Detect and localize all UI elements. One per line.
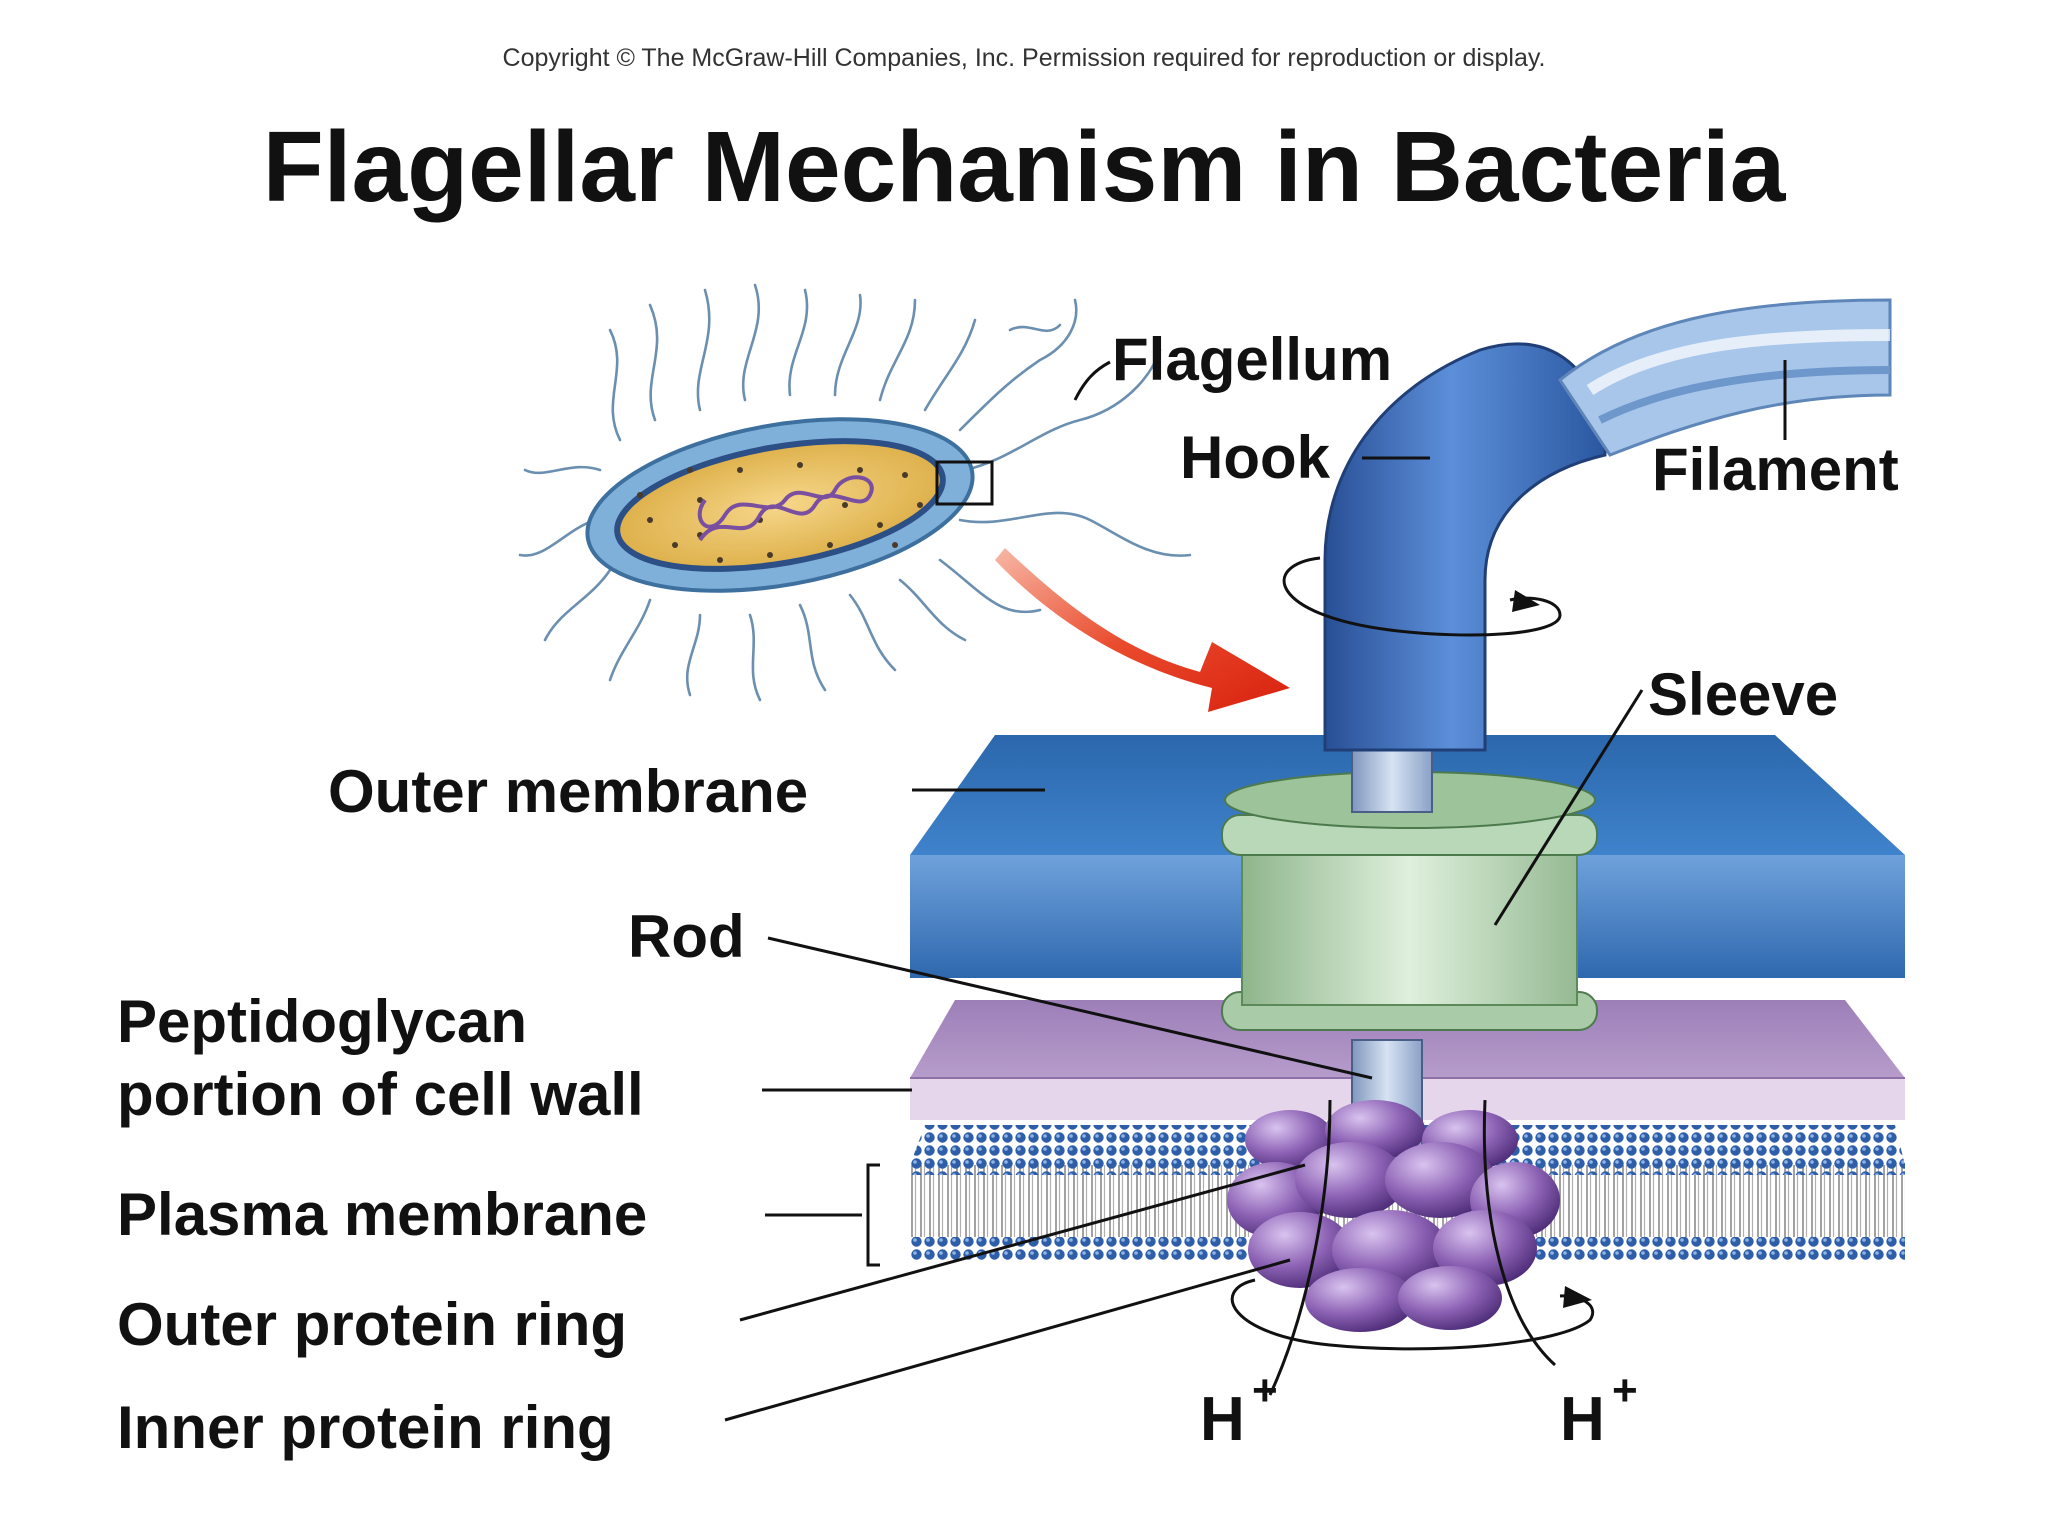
proton-path-right — [1482, 1099, 1557, 1367]
filament-highlight — [1586, 329, 1891, 396]
label-inner-protein-ring: Inner protein ring — [117, 1394, 614, 1461]
label-proton-right-charge: + — [1612, 1366, 1638, 1415]
motor-protein-complex — [1227, 1100, 1560, 1332]
filament-stripe — [1598, 366, 1891, 424]
label-outer-protein-ring: Outer protein ring — [117, 1291, 627, 1358]
bacterium-illustration — [518, 283, 1290, 712]
label-hook: Hook — [1180, 424, 1331, 491]
label-filament: Filament — [1652, 436, 1899, 503]
proton-path-left — [1268, 1099, 1332, 1396]
rotation-arrowhead-hook — [1512, 590, 1540, 612]
label-proton-right: H — [1560, 1385, 1605, 1454]
label-peptidoglycan-line1: Peptidoglycan — [117, 988, 527, 1055]
ribosome-dots — [637, 462, 923, 563]
label-sleeve: Sleeve — [1648, 661, 1838, 728]
label-proton-left: H — [1200, 1385, 1245, 1454]
magnify-arrow — [995, 548, 1290, 712]
label-peptidoglycan-line2: portion of cell wall — [117, 1061, 644, 1128]
rotation-arrowhead-motor — [1563, 1286, 1592, 1308]
page-title: Flagellar Mechanism in Bacteria — [262, 111, 1786, 223]
rotation-arrow-hook — [1282, 556, 1562, 637]
label-plasma-membrane: Plasma membrane — [117, 1181, 647, 1248]
rod-upper — [1351, 739, 1433, 813]
label-flagellum: Flagellum — [1112, 326, 1392, 393]
dna-strand — [697, 475, 874, 542]
label-outer-membrane: Outer membrane — [328, 758, 808, 825]
rotation-arrow-motor — [1230, 1278, 1594, 1351]
label-proton-left-charge: + — [1252, 1366, 1278, 1415]
copyright-notice: Copyright © The McGraw-Hill Companies, I… — [502, 44, 1546, 72]
magnified-region-box — [935, 460, 994, 506]
leader-lines — [724, 360, 1787, 1422]
label-rod: Rod — [628, 903, 745, 970]
hook-segment — [1323, 342, 1607, 752]
